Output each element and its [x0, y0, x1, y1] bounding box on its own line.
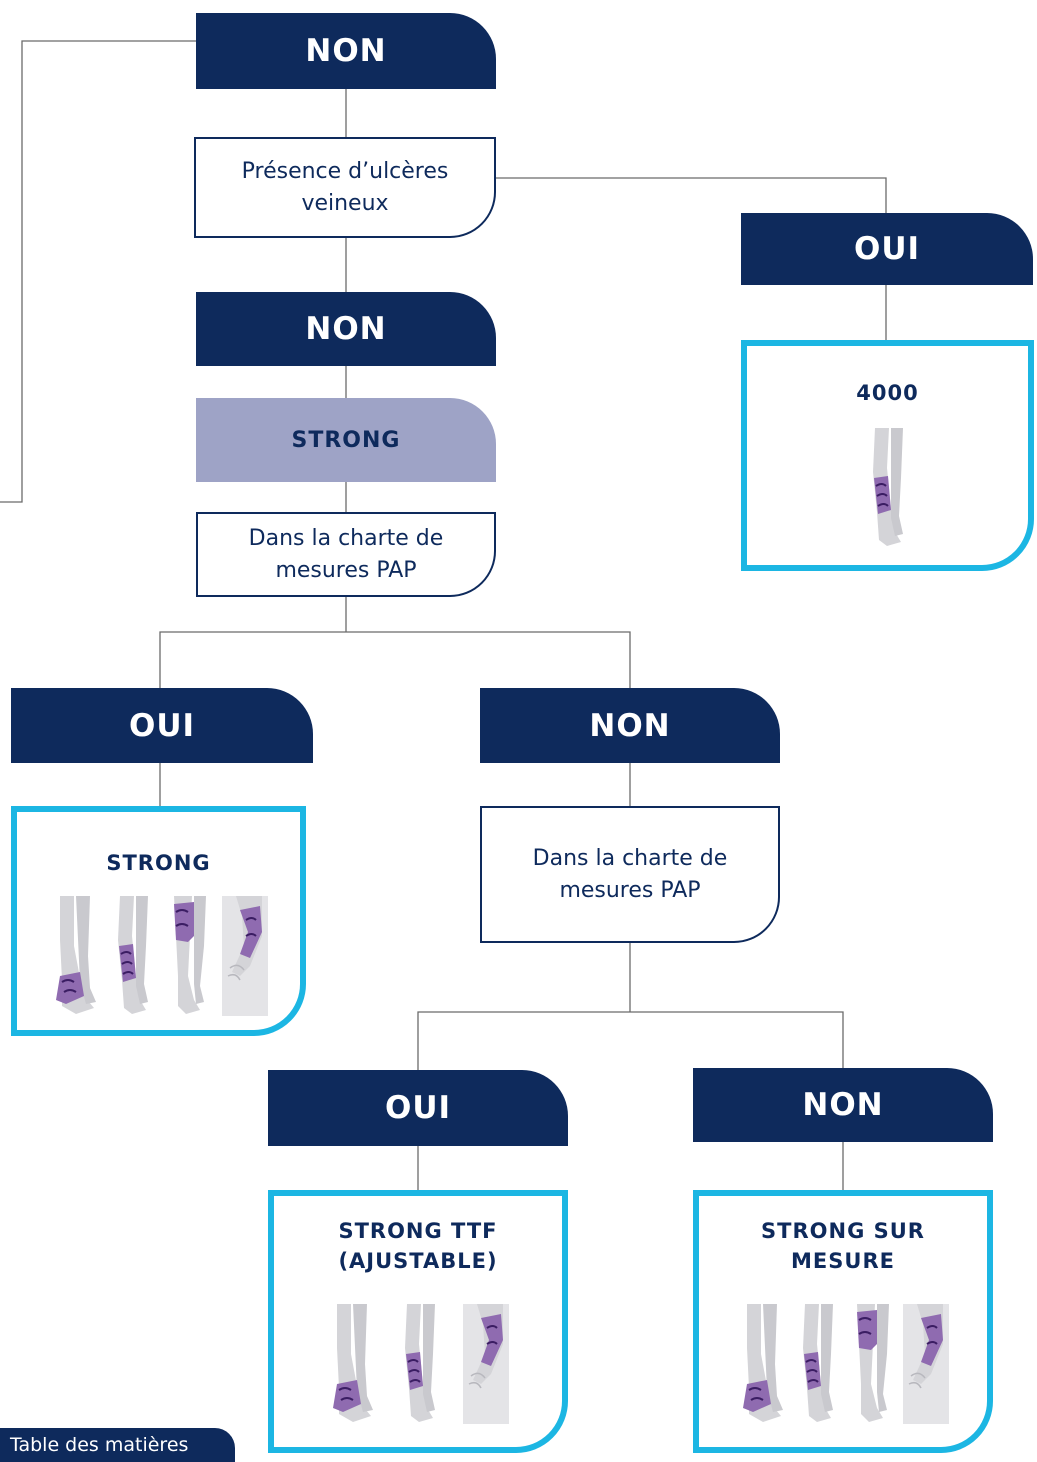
answer-non-bottom: NON: [693, 1068, 993, 1142]
product-4000-illustrations: [747, 428, 1028, 548]
connector-split-1: [159, 631, 631, 688]
leg-calf-brace-icon: [803, 1304, 833, 1422]
answer-non-mid-label: NON: [305, 311, 387, 347]
arm-brace-icon: [463, 1304, 509, 1424]
answer-non-top-label: NON: [305, 33, 387, 69]
product-strong: STRONG: [11, 806, 306, 1036]
product-strong-ttf: STRONG TTF (AJUSTABLE): [268, 1190, 568, 1453]
connector-top-left: [0, 40, 196, 503]
product-strong-muted: STRONG: [196, 398, 496, 482]
table-of-contents-label: Table des matières: [10, 1434, 189, 1456]
answer-non-bottom-label: NON: [802, 1087, 884, 1123]
product-4000: 4000: [741, 340, 1034, 571]
product-strong-sur-mesure-title: STRONG SUR MESURE: [761, 1219, 925, 1273]
leg-ankle-brace-icon: [55, 896, 96, 1014]
product-4000-title: 4000: [856, 381, 919, 405]
product-strong-ttf-illustrations: [274, 1304, 562, 1424]
product-strong-sur-mesure-illustrations: [699, 1304, 987, 1424]
product-strong-title: STRONG: [106, 851, 211, 875]
product-strong-muted-label: STRONG: [291, 427, 401, 453]
leg-knee-brace-icon: [857, 1304, 889, 1422]
question-venous-ulcers-label: Présence d’ulcères veineux: [241, 158, 449, 216]
arm-brace-icon: [221, 896, 268, 1016]
leg-ankle-brace-icon: [743, 1304, 783, 1422]
answer-oui-bottom: OUI: [268, 1070, 568, 1146]
answer-non-top: NON: [196, 13, 496, 89]
question-venous-ulcers: Présence d’ulcères veineux: [194, 137, 496, 238]
leg-knee-brace-icon: [173, 896, 206, 1014]
answer-oui-left: OUI: [11, 688, 313, 763]
leg-ankle-brace-icon: [333, 1304, 373, 1422]
product-strong-sur-mesure: STRONG SUR MESURE: [693, 1190, 993, 1453]
question-pap-chart-1: Dans la charte de mesures PAP: [196, 512, 496, 597]
answer-non-center: NON: [480, 688, 780, 763]
table-of-contents-button[interactable]: Table des matières: [0, 1428, 235, 1462]
product-strong-ttf-title: STRONG TTF (AJUSTABLE): [338, 1219, 498, 1273]
answer-oui-right: OUI: [741, 213, 1033, 285]
answer-non-center-label: NON: [589, 707, 671, 744]
answer-oui-bottom-label: OUI: [384, 1090, 452, 1126]
question-pap-chart-2-label: Dans la charte de mesures PAP: [532, 845, 728, 903]
arm-brace-icon: [903, 1304, 949, 1424]
answer-oui-right-label: OUI: [853, 231, 921, 267]
leg-calf-brace-icon: [405, 1304, 435, 1422]
question-pap-chart-2: Dans la charte de mesures PAP: [480, 806, 780, 943]
leg-calf-brace-icon: [872, 428, 903, 546]
answer-non-mid: NON: [196, 292, 496, 366]
leg-calf-brace-icon: [117, 896, 148, 1014]
question-pap-chart-1-label: Dans la charte de mesures PAP: [248, 525, 444, 583]
answer-oui-left-label: OUI: [128, 707, 196, 744]
connector-split-2: [417, 1011, 844, 1070]
product-strong-illustrations: [17, 896, 300, 1016]
connector-q-to-oui-right: [495, 177, 887, 213]
